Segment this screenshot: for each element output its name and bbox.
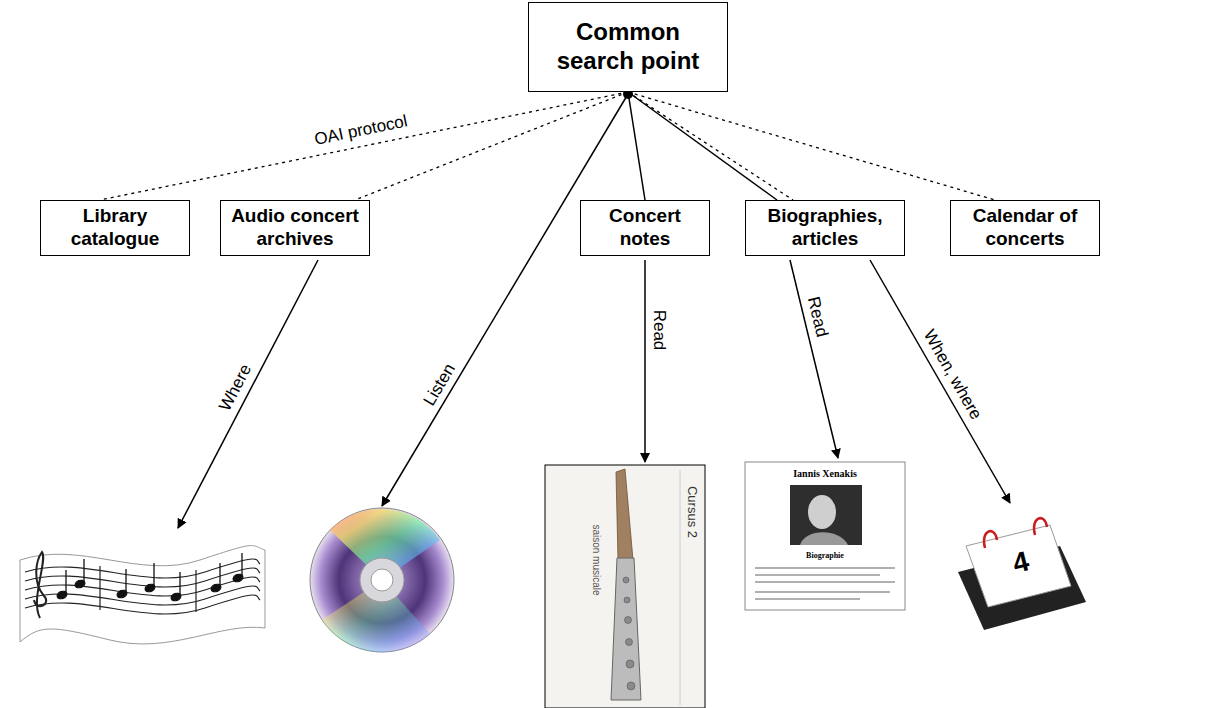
read-arrow	[644, 260, 646, 462]
solid-connector	[628, 92, 645, 200]
box-text: Library catalogue	[47, 205, 183, 251]
box-text: Common search point	[535, 18, 721, 76]
arrow-label: Where	[216, 361, 256, 414]
box-text: Calendar of concerts	[957, 205, 1093, 251]
calendar-day: 4	[1010, 546, 1033, 580]
source-box: Biographies, articles	[745, 200, 905, 256]
dotted-connector	[628, 92, 995, 200]
solid-connector	[628, 92, 777, 200]
dotted-connector	[628, 92, 793, 200]
biography-page	[745, 462, 905, 610]
box-text: Audio concert archives	[227, 205, 363, 251]
source-box: Library catalogue	[40, 200, 190, 256]
dotted-connector	[355, 92, 628, 200]
edge-label: OAI protocol	[313, 112, 409, 149]
page-title: Iannis Xenakis	[793, 468, 857, 479]
source-box: Calendar of concerts	[950, 200, 1100, 256]
box-text: Biographies, articles	[752, 205, 898, 251]
poster-text: saison musicale	[591, 524, 602, 595]
concert-notes-poster	[545, 465, 705, 708]
arrow-label: Read	[650, 310, 669, 351]
listen-arrow	[382, 94, 628, 506]
where-arrow	[178, 260, 318, 528]
cd-illustration	[310, 508, 454, 652]
hub-box: Common search point	[528, 2, 728, 92]
page-heading: Biographie	[806, 552, 844, 561]
source-box: Concert notes	[580, 200, 710, 256]
arrow-label: Read	[803, 295, 831, 339]
sheet-music-illustration	[20, 546, 265, 644]
dotted-connector	[100, 92, 628, 200]
poster-text: Cursus 2	[685, 486, 699, 538]
arrow-label: Listen	[420, 361, 459, 410]
arrow-label: When, where	[919, 327, 985, 423]
source-box: Audio concert archives	[220, 200, 370, 256]
read-arrow	[790, 260, 838, 458]
box-text: Concert notes	[587, 205, 703, 251]
calendar-illustration	[958, 518, 1086, 630]
